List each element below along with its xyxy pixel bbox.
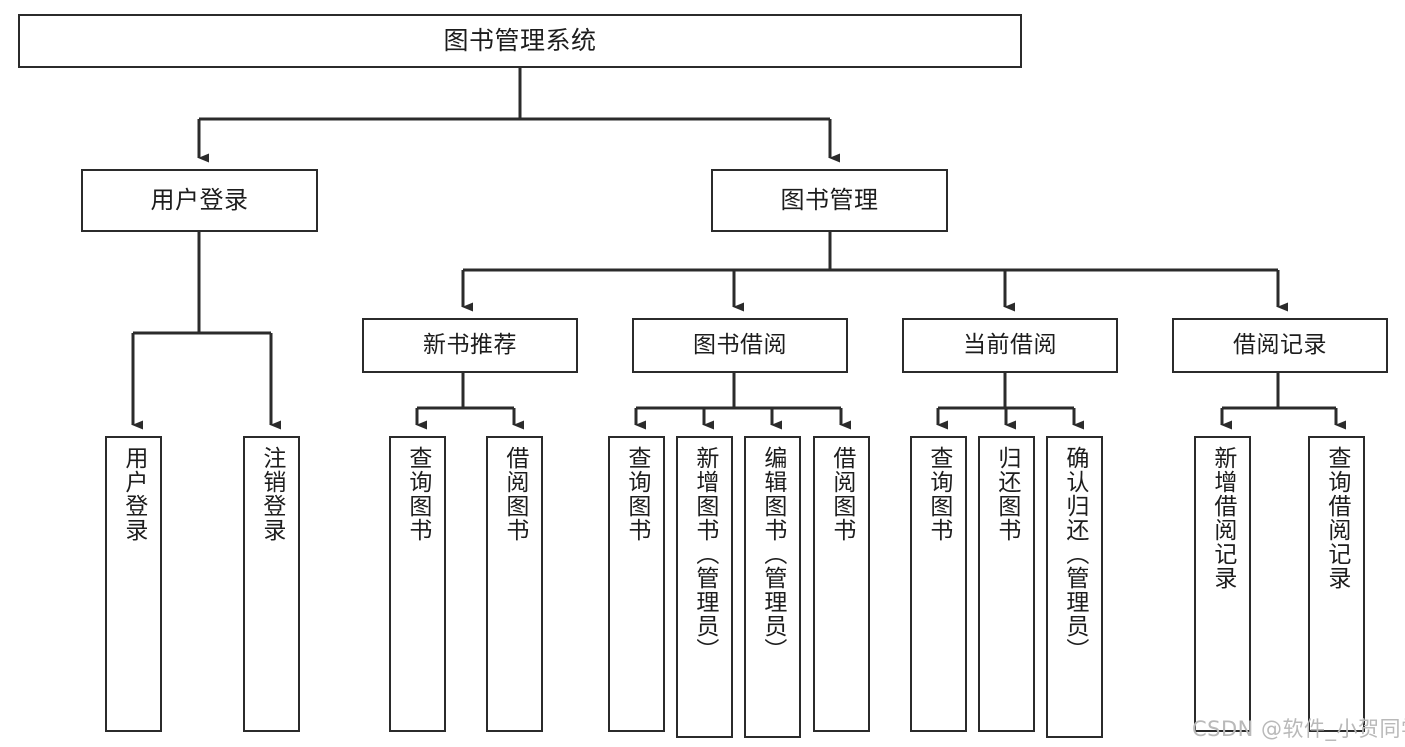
node-leaf-confirm-return-admin-label: 确认归还（管理员） xyxy=(1061,446,1088,662)
node-current-borrow[interactable]: 当前借阅 xyxy=(902,318,1118,373)
node-leaf-query-borrow-record[interactable]: 查询借阅记录 xyxy=(1308,436,1365,732)
node-leaf-add-borrow-record[interactable]: 新增借阅记录 xyxy=(1194,436,1251,732)
csdn-watermark: CSDN @软件_小贺同学 xyxy=(1192,717,1405,741)
node-leaf-return-book[interactable]: 归还图书 xyxy=(978,436,1035,732)
node-new-book-recommend-label: 新书推荐 xyxy=(423,331,517,358)
node-leaf-borrow-book-2-label: 借阅图书 xyxy=(828,446,855,542)
node-borrow-record[interactable]: 借阅记录 xyxy=(1172,318,1388,373)
node-leaf-user-login-label: 用户登录 xyxy=(120,446,147,542)
node-leaf-query-book-3-label: 查询图书 xyxy=(925,446,952,542)
node-leaf-add-book-admin[interactable]: 新增图书（管理员） xyxy=(676,436,733,738)
node-root[interactable]: 图书管理系统 xyxy=(18,14,1022,68)
node-leaf-query-book-2[interactable]: 查询图书 xyxy=(608,436,665,732)
node-user-login[interactable]: 用户登录 xyxy=(81,169,318,232)
node-leaf-query-book-3[interactable]: 查询图书 xyxy=(910,436,967,732)
node-leaf-borrow-book-2[interactable]: 借阅图书 xyxy=(813,436,870,732)
node-leaf-edit-book-admin[interactable]: 编辑图书（管理员） xyxy=(744,436,801,738)
node-book-borrow[interactable]: 图书借阅 xyxy=(632,318,848,373)
node-leaf-return-book-label: 归还图书 xyxy=(993,446,1020,542)
node-leaf-borrow-book-1-label: 借阅图书 xyxy=(501,446,528,542)
node-leaf-query-borrow-record-label: 查询借阅记录 xyxy=(1323,446,1350,590)
node-borrow-record-label: 借阅记录 xyxy=(1233,331,1327,358)
node-book-manage-label: 图书管理 xyxy=(780,186,879,215)
node-leaf-query-book-1-label: 查询图书 xyxy=(404,446,431,542)
node-new-book-recommend[interactable]: 新书推荐 xyxy=(362,318,578,373)
node-current-borrow-label: 当前借阅 xyxy=(963,331,1057,358)
node-leaf-user-login[interactable]: 用户登录 xyxy=(105,436,162,732)
node-book-manage[interactable]: 图书管理 xyxy=(711,169,948,232)
node-leaf-edit-book-admin-label: 编辑图书（管理员） xyxy=(759,446,786,662)
node-leaf-logout-login-label: 注销登录 xyxy=(258,446,285,542)
node-user-login-label: 用户登录 xyxy=(150,186,249,215)
node-leaf-query-book-2-label: 查询图书 xyxy=(623,446,650,542)
node-leaf-add-borrow-record-label: 新增借阅记录 xyxy=(1209,446,1236,590)
node-leaf-logout-login[interactable]: 注销登录 xyxy=(243,436,300,732)
node-leaf-confirm-return-admin[interactable]: 确认归还（管理员） xyxy=(1046,436,1103,738)
node-leaf-query-book-1[interactable]: 查询图书 xyxy=(389,436,446,732)
node-leaf-borrow-book-1[interactable]: 借阅图书 xyxy=(486,436,543,732)
node-leaf-add-book-admin-label: 新增图书（管理员） xyxy=(691,446,718,662)
node-book-borrow-label: 图书借阅 xyxy=(693,331,787,358)
node-root-label: 图书管理系统 xyxy=(443,26,597,55)
